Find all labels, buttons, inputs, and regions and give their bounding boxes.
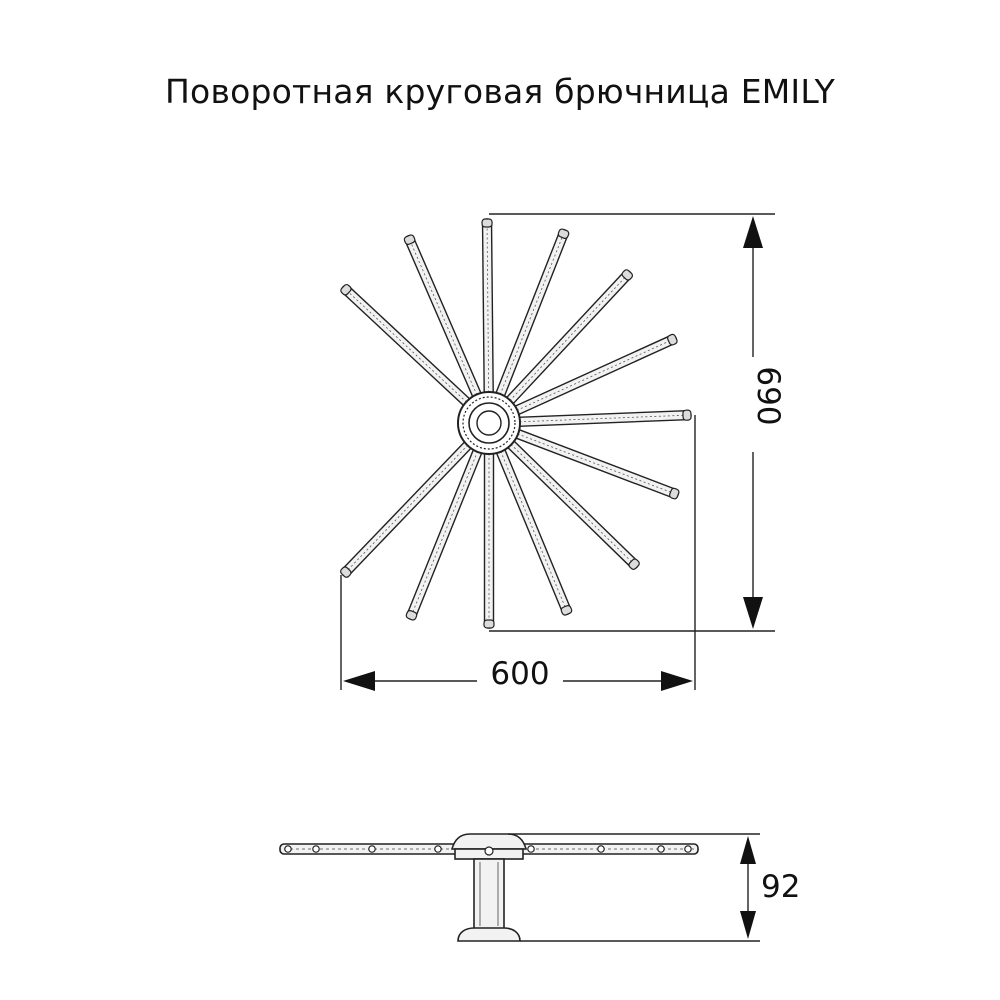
rod-bead-5	[527, 845, 535, 853]
side-view	[279, 833, 699, 942]
rod-bead-2	[312, 845, 320, 853]
rod-beads	[284, 845, 692, 853]
rod-bead-3	[368, 845, 376, 853]
rod-bead-6	[597, 845, 605, 853]
rod-12	[405, 442, 485, 621]
rod-bead-1	[284, 845, 292, 853]
page-title: Поворотная круговая брючница EMILY	[165, 72, 835, 111]
dimension-label-width: 600	[490, 656, 549, 692]
rod-6	[507, 333, 678, 418]
rod-7	[510, 409, 692, 428]
dimension-label-depth: 92	[761, 869, 800, 905]
dimension-depth: 92	[508, 833, 800, 942]
rod-bead-4	[434, 845, 442, 853]
rod-bead-8	[684, 845, 692, 853]
rod-10	[493, 442, 573, 616]
rod-bead-7	[657, 845, 665, 853]
rod-11	[483, 444, 495, 629]
dimension-height: 690	[489, 213, 786, 632]
rod-3	[481, 218, 494, 402]
center-hub	[457, 391, 521, 455]
dimension-width: 600	[340, 415, 696, 692]
dimension-label-height: 690	[750, 366, 786, 425]
